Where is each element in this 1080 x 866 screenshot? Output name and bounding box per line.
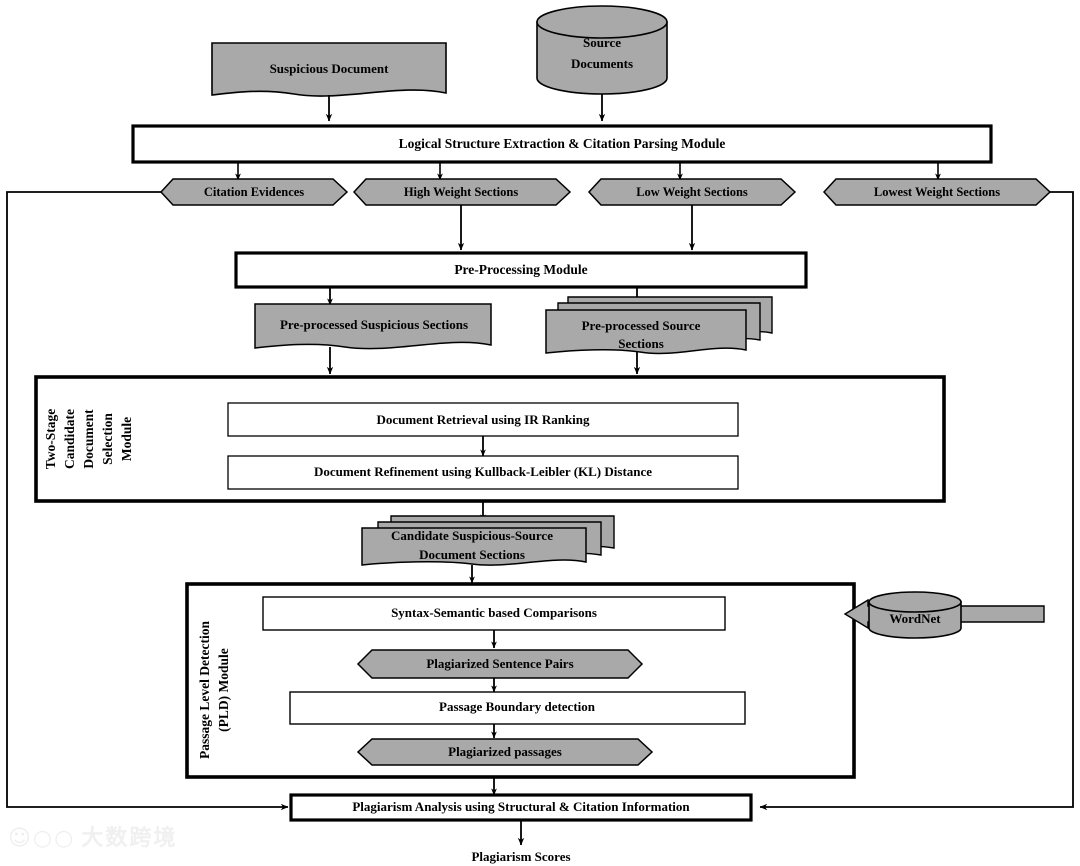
section-label-citation-evidences: Citation Evidences [204,185,304,199]
plagiarized-passages-box [356,738,654,766]
two-stage-module-label-line3: Document [81,409,96,469]
passage-boundary-step-label: Passage Boundary detection [439,699,596,714]
plagiarized-passages-label: Plagiarized passages [448,744,562,759]
plagiarized-sentence-pairs-label: Plagiarized Sentence Pairs [426,656,573,671]
preprocessed-suspicious-sections-label: Pre-processed Suspicious Sections [280,317,468,332]
pld-module-label: Passage Level Detection (PLD) Module [197,621,231,759]
source-documents-label-line2: Documents [571,56,633,71]
watermark-text: 大数跨境 [81,826,178,851]
section-hexagon-citation-evidences: Citation Evidences [159,178,349,206]
preprocessed-source-sections-node: Pre-processed Source Sections [545,296,773,355]
passage-boundary-step-box [289,691,746,725]
watermark: ☺○○大数跨境 [8,820,177,852]
logical-structure-module: Logical Structure Extraction & Citation … [131,124,993,164]
section-hexagon-high-weight: High Weight Sections [352,178,572,206]
document-retrieval-step-label: Document Retrieval using IR Ranking [376,412,590,427]
edge-lowest-weight-to-analysis [759,191,1074,811]
preprocessed-suspicious-sections-node: Pre-processed Suspicious Sections [254,303,492,350]
plagiarism-analysis-module: Plagiarism Analysis using Structural & C… [289,793,753,822]
watermark-logo-icon: ☺○○ [8,826,76,851]
section-hexagon-low-weight: Low Weight Sections [587,178,797,206]
plagiarism-scores-label: Plagiarism Scores [471,849,570,864]
two-stage-module-label-line2: Candidate [62,409,77,469]
two-stage-module-label-line5: Module [119,417,134,461]
document-retrieval-step-box [227,402,739,437]
two-stage-candidate-selection-module: Two-Stage Candidate Document Selection M… [34,375,946,503]
document-refinement-step-box [227,455,739,490]
section-label-lowest-weight: Lowest Weight Sections [874,185,1000,199]
two-stage-module-label-line1: Two-Stage [43,409,58,470]
logical-structure-module-label: Logical Structure Extraction & Citation … [399,136,726,151]
wordnet-label: WordNet [889,611,941,626]
candidate-document-sections-node: Candidate Suspicious-Source Document Sec… [361,515,615,566]
passage-level-detection-module: Passage Level Detection (PLD) Module Syn… [185,582,856,779]
syntax-semantic-step-label: Syntax-Semantic based Comparisons [391,605,597,620]
pre-processing-module: Pre-Processing Module [234,251,808,289]
edge-citation-evidences-to-analysis [6,191,289,811]
source-documents-node: Source Documents [536,5,668,95]
two-stage-module-label: Two-Stage Candidate Document Selection M… [43,409,134,470]
source-documents-label-line1: Source [583,35,621,50]
preprocessed-source-sections-label-line1: Pre-processed Source [582,318,701,333]
preprocessed-source-sections-label-line2: Sections [618,336,664,351]
plagiarized-sentence-pairs-box [356,649,644,679]
document-refinement-step-label: Document Refinement using Kullback-Leibl… [314,464,652,479]
section-hexagon-lowest-weight: Lowest Weight Sections [822,178,1052,206]
suspicious-document-label: Suspicious Document [270,61,389,76]
pld-module-label-line1: Passage Level Detection [197,621,212,759]
candidate-document-sections-label-line2: Document Sections [419,547,525,562]
pre-processing-module-label: Pre-Processing Module [454,262,587,277]
two-stage-module-label-line4: Selection [100,413,115,465]
plagiarism-analysis-label: Plagiarism Analysis using Structural & C… [352,799,690,814]
candidate-document-sections-label-line1: Candidate Suspicious-Source [391,528,553,543]
section-label-high-weight: High Weight Sections [404,185,519,199]
pld-module-label-line2: (PLD) Module [216,648,231,732]
wordnet-node: WordNet [868,591,962,639]
suspicious-document-node: Suspicious Document [211,42,447,97]
section-label-low-weight: Low Weight Sections [636,185,748,199]
